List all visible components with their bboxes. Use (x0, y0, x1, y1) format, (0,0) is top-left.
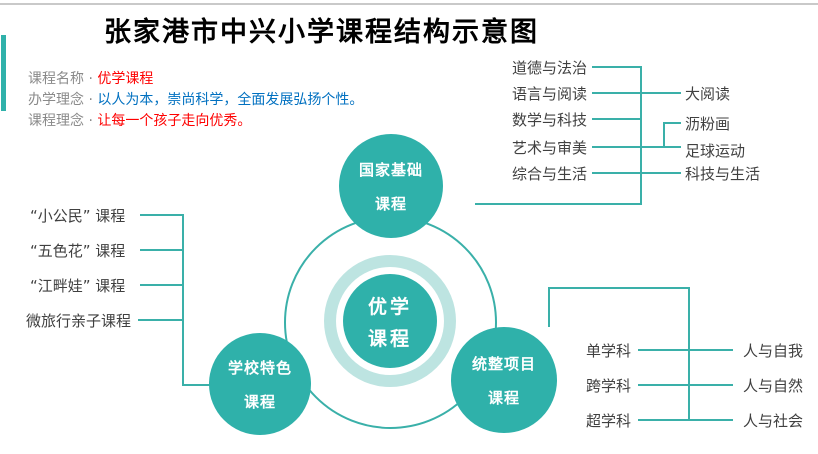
info-value: 优学课程 (97, 71, 154, 87)
national-item-1: 语言与阅读 (512, 85, 588, 103)
title-accent-bar (1, 35, 6, 111)
info-value: 让每一个孩子走向优秀。 (97, 113, 252, 129)
project-item-2: 超学科 (586, 412, 632, 430)
connector-sub-branch (663, 122, 665, 148)
connector-project-top (548, 287, 689, 289)
hub-youxue-courses: 优学 课程 (343, 274, 437, 368)
school-item-2: “江畔娃” 课程 (30, 277, 126, 295)
connector-school-3 (138, 319, 183, 321)
project-sub-0: 人与自我 (743, 342, 804, 360)
connector-national-to-circle (475, 203, 641, 205)
connector-project-1 (638, 384, 733, 386)
national-sub-1: 沥粉画 (685, 115, 731, 133)
national-item-4: 综合与生活 (512, 165, 588, 183)
info-value: 以人为本，崇尚科学，全面发展弘扬个性。 (97, 92, 364, 108)
project-sub-2: 人与社会 (743, 412, 804, 430)
connector-national-0 (592, 66, 640, 68)
info-row-course-philosophy: 课程理念 · 让每一个孩子走向优秀。 (28, 110, 251, 130)
connector-national-trunk (640, 66, 642, 205)
national-item-3: 艺术与审美 (512, 139, 588, 157)
node-label-line2: 课程 (487, 388, 520, 407)
info-label: 办学理念 · (28, 92, 93, 108)
page-title: 张家港市中兴小学课程结构示意图 (104, 17, 539, 48)
connector-project-trunk (688, 287, 690, 421)
connector-sub-lifenhua (663, 122, 681, 124)
connector-national-4 (592, 172, 681, 174)
school-item-3: 微旅行亲子课程 (26, 312, 132, 330)
info-label: 课程名称 · (28, 71, 93, 87)
connector-school-0 (140, 214, 183, 216)
national-item-0: 道德与法治 (512, 59, 588, 77)
project-item-1: 跨学科 (586, 377, 632, 395)
node-label-line2: 课程 (374, 194, 407, 213)
connector-project-0 (638, 349, 733, 351)
national-sub-2: 足球运动 (685, 142, 746, 160)
info-row-school-philosophy: 办学理念 · 以人为本，崇尚科学，全面发展弘扬个性。 (28, 89, 363, 109)
hub-label-line1: 优学 (367, 295, 412, 318)
connector-national-2 (592, 118, 640, 120)
connector-school-to-circle (182, 384, 212, 386)
node-label-line1: 国家基础 (358, 160, 423, 179)
connector-project-2 (638, 419, 733, 421)
node-school-courses: 学校特色 课程 (209, 333, 311, 435)
national-sub-3: 科技与生活 (685, 165, 761, 183)
connector-national-3 (592, 146, 681, 148)
project-sub-1: 人与自然 (743, 377, 804, 395)
hub-label-line2: 课程 (367, 327, 412, 350)
connector-national-1 (592, 92, 681, 94)
school-item-1: “五色花” 课程 (30, 242, 126, 260)
node-national-courses: 国家基础 课程 (339, 134, 443, 238)
info-row-course-name: 课程名称 · 优学课程 (28, 68, 153, 88)
project-item-0: 单学科 (586, 342, 632, 360)
connector-school-1 (140, 249, 183, 251)
top-divider (0, 3, 818, 5)
node-label-line2: 课程 (243, 392, 276, 411)
national-sub-0: 大阅读 (685, 85, 731, 103)
school-item-0: “小公民” 课程 (30, 207, 126, 225)
node-label-line1: 学校特色 (227, 358, 292, 377)
node-project-courses: 统整项目 课程 (451, 327, 557, 433)
connector-project-to-circle (548, 287, 550, 327)
connector-school-2 (140, 284, 183, 286)
connector-school-trunk (182, 214, 184, 386)
node-label-line1: 统整项目 (471, 354, 536, 373)
national-item-2: 数学与科技 (512, 111, 588, 129)
info-label: 课程理念 · (28, 113, 93, 129)
